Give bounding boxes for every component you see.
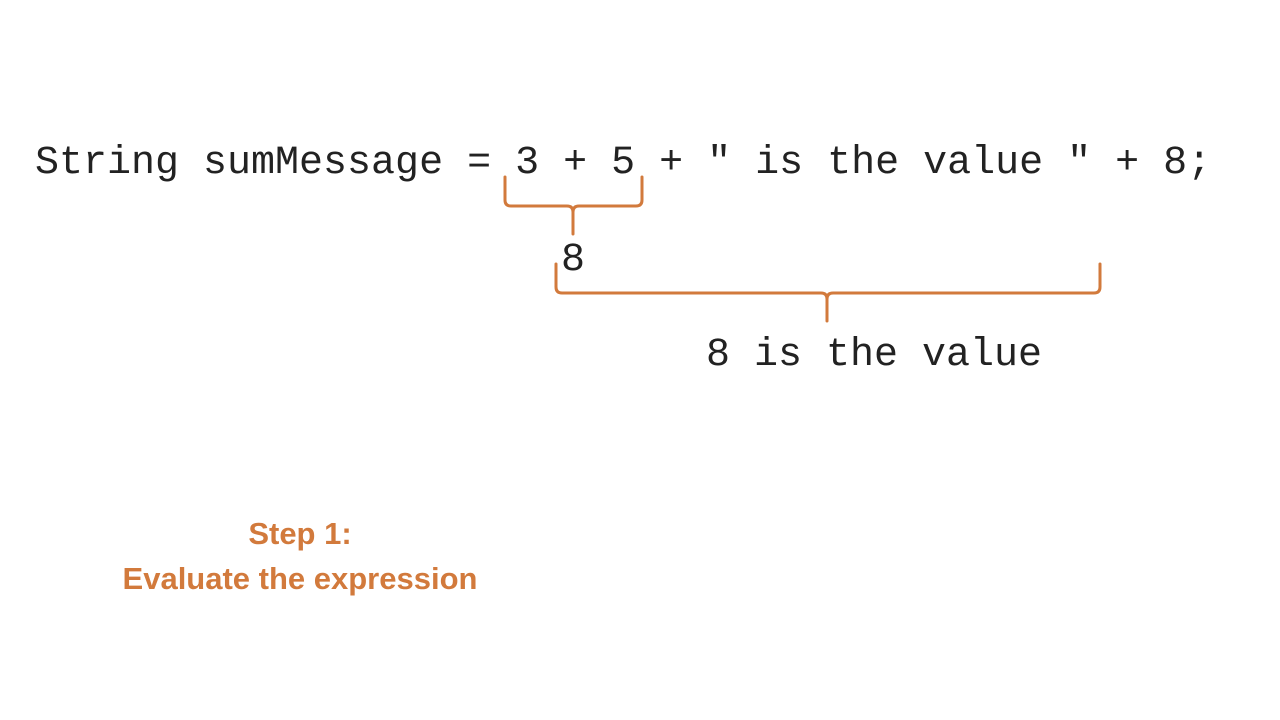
brace-string-concat xyxy=(554,262,1102,323)
step-title: Step 1: xyxy=(248,516,352,551)
intermediate-result: 8 xyxy=(561,238,586,283)
brace-3-plus-5 xyxy=(503,175,644,236)
step-description: Evaluate the expression xyxy=(122,561,478,596)
code-statement: String sumMessage = 3 + 5 + " is the val… xyxy=(35,141,1212,186)
final-result: 8 is the value xyxy=(706,333,1043,378)
